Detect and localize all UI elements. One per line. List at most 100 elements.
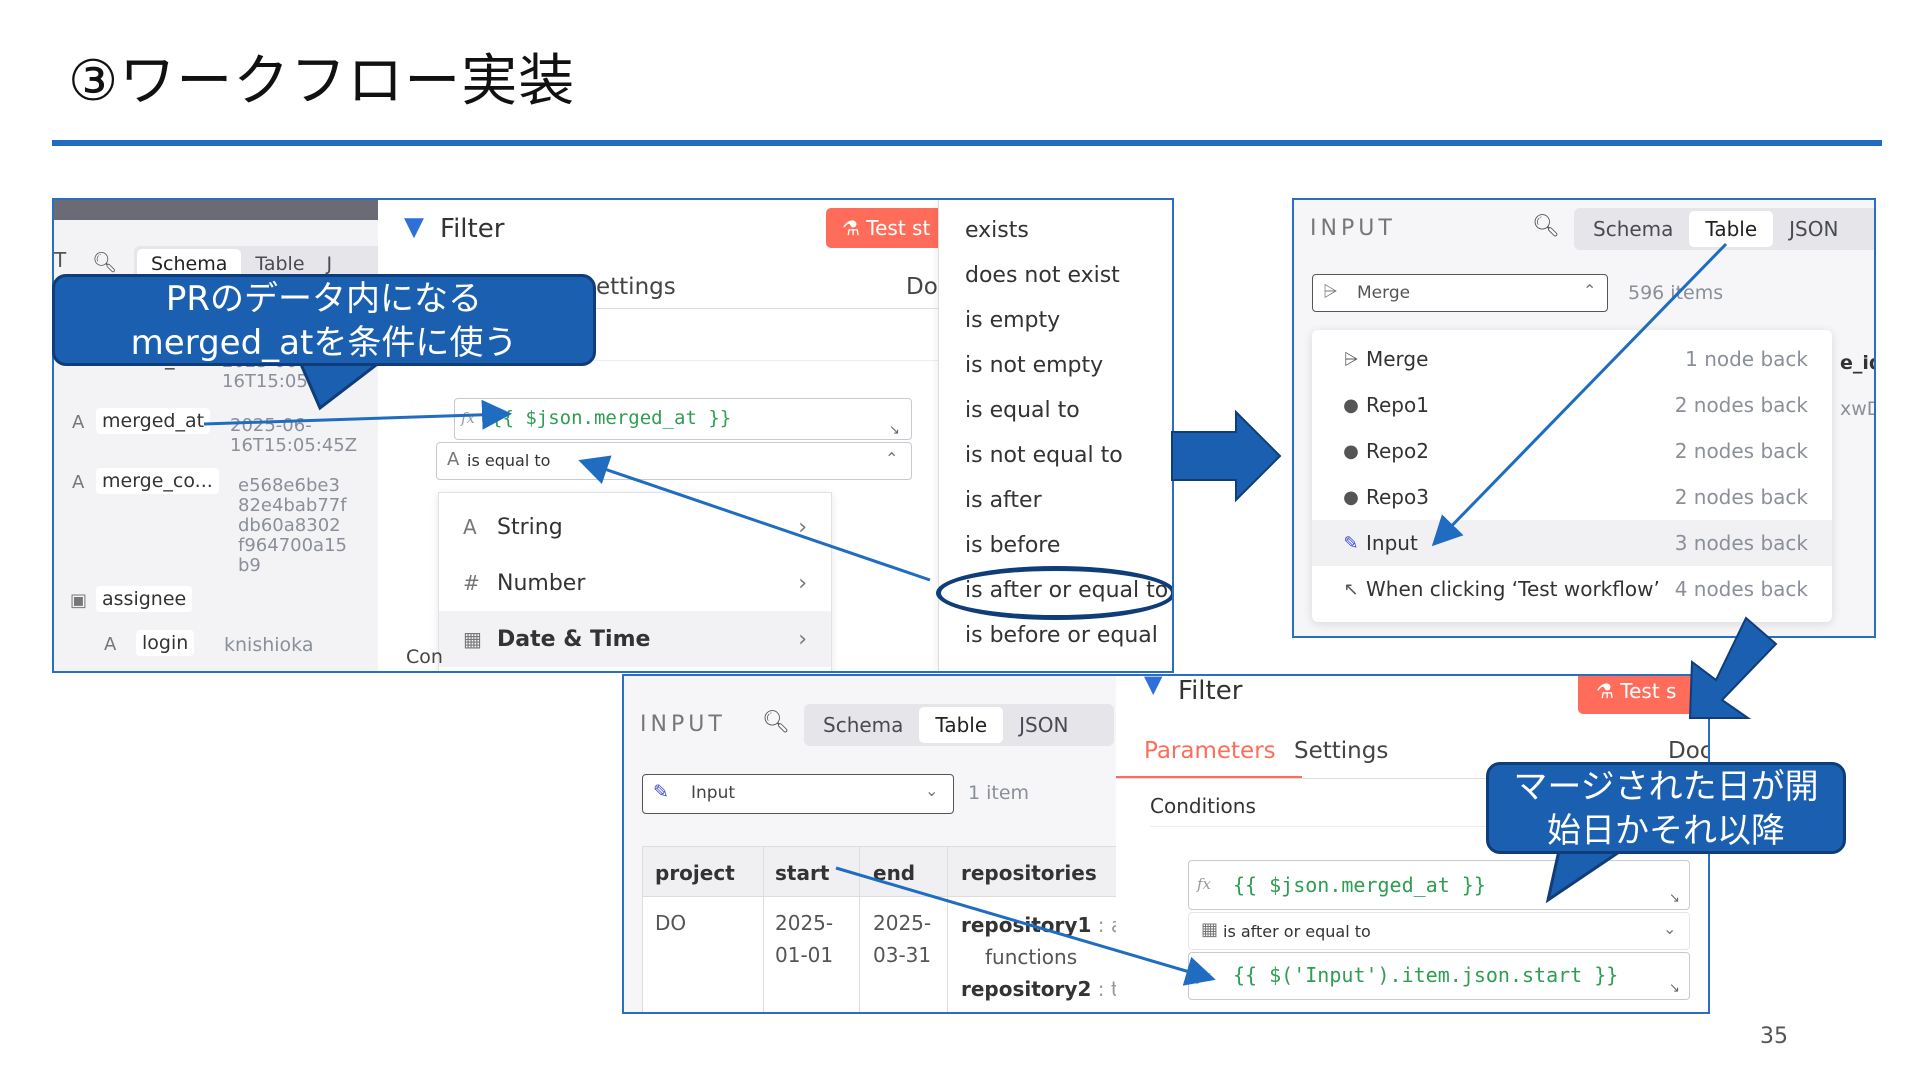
item-count: 1 item xyxy=(968,782,1030,804)
type-menu-number[interactable]: # Number › xyxy=(439,555,831,611)
chevron-right-icon: › xyxy=(798,570,807,596)
expression-field[interactable]: fx {{ $json.merged_at }} ↘ xyxy=(454,398,912,440)
column-header: project xyxy=(655,861,735,885)
chevron-right-icon: › xyxy=(798,626,807,652)
title-divider xyxy=(52,140,1882,146)
github-icon: ● xyxy=(1343,394,1359,416)
node-name: Repo1 xyxy=(1366,393,1429,417)
tab-table[interactable]: Table xyxy=(919,707,1004,743)
table-header-edge: e_id xyxy=(1840,352,1874,374)
tab-settings[interactable]: Settings xyxy=(1294,738,1389,764)
input-table-pane: INPUT 🔍︎ Schema Table JSON ✎ Input ⌄ 1 i… xyxy=(624,676,1131,1012)
operator-option[interactable]: is not equal to xyxy=(965,443,1123,468)
schema-value-line: b9 xyxy=(238,555,261,576)
operator-option[interactable]: does not exist xyxy=(965,263,1120,288)
test-step-label: Test st xyxy=(866,216,931,240)
test-step-label: Test s xyxy=(1620,679,1677,703)
tab-json[interactable]: J xyxy=(326,253,333,275)
operator-option[interactable]: is before or equal to xyxy=(965,623,1158,671)
callout-line: 始日かそれ以降 xyxy=(1547,811,1785,851)
schema-value-line: e568e6be3 xyxy=(238,475,340,496)
schema-key[interactable]: merged_at xyxy=(96,408,211,434)
flask-icon: ⚗ xyxy=(1596,679,1614,703)
string-type-icon: A xyxy=(104,634,117,655)
type-menu-datetime[interactable]: ▦ Date & Time › xyxy=(439,611,831,667)
search-icon[interactable]: 🔍︎ xyxy=(92,250,118,274)
callout-line: マージされた日が開 xyxy=(1513,767,1819,807)
type-label: Date & Time xyxy=(497,626,651,652)
tab-table[interactable]: Table xyxy=(1689,211,1774,247)
node-select[interactable]: ✎ Input ⌄ xyxy=(642,774,954,814)
expression-text: {{ $json.merged_at }} xyxy=(1233,873,1486,897)
node-distance: 4 nodes back xyxy=(1674,577,1808,601)
filter-title: Filter xyxy=(1178,676,1243,706)
tab-settings[interactable]: ettings xyxy=(596,274,676,300)
table-cell-line: 01-01 xyxy=(775,943,834,967)
tab-json[interactable]: JSON xyxy=(1789,217,1839,241)
search-icon[interactable]: 🔍︎ xyxy=(762,710,790,735)
table-cell: DO xyxy=(655,911,687,935)
calendar-icon: ▦ xyxy=(463,627,482,651)
filter-title: Filter xyxy=(440,214,505,244)
test-step-button[interactable]: ⚗ Test s xyxy=(1578,676,1708,714)
node-name: Merge xyxy=(1366,347,1429,371)
highlight-ellipse xyxy=(936,566,1172,620)
operator-option[interactable]: exists xyxy=(965,218,1029,243)
schema-value-line: knishioka xyxy=(224,634,314,656)
tab-schema[interactable]: Schema xyxy=(1593,217,1674,241)
callout-right-tail xyxy=(1545,844,1633,904)
operator-value: is equal to xyxy=(467,451,551,470)
schema-key: merge_co... xyxy=(96,468,219,494)
input-label: INPUT xyxy=(640,712,726,737)
schema-key: assignee xyxy=(96,586,193,612)
chevron-down-icon: ⌄ xyxy=(1663,919,1677,938)
string-type-icon: A xyxy=(72,472,85,493)
tab-table[interactable]: Table xyxy=(255,253,305,275)
section-divider xyxy=(1150,826,1690,827)
pencil-icon: ✎ xyxy=(653,781,669,803)
type-label: String xyxy=(497,514,563,540)
callout-left-tail xyxy=(297,360,385,411)
test-step-button[interactable]: ⚗ Test st xyxy=(826,208,946,248)
merge-icon: ⩥ xyxy=(1323,281,1338,302)
filter-icon: ▼ xyxy=(404,212,424,242)
callout-left: PRのデータ内になる merged_atを条件に使う xyxy=(52,274,596,366)
callout-right: マージされた日が開 始日かそれ以降 xyxy=(1486,762,1846,854)
operator-option[interactable]: is not empty xyxy=(965,353,1104,378)
node-select-value: Input xyxy=(691,783,736,803)
github-icon: ● xyxy=(1343,440,1359,462)
operator-option[interactable]: is before xyxy=(965,533,1061,558)
expression-text: {{ $('Input').item.json.start }} xyxy=(1233,963,1619,987)
filter-icon: ▼ xyxy=(1144,674,1163,698)
operator-option[interactable]: is after xyxy=(965,488,1042,513)
expand-icon[interactable]: ↘ xyxy=(1669,981,1680,996)
operator-select[interactable]: ▦ is after or equal to ⌄ xyxy=(1188,912,1690,950)
schema-value-line: db60a8302 xyxy=(238,515,341,536)
input-label: INPUT xyxy=(1310,216,1396,241)
expression-text: {{ $json.merged_at }} xyxy=(491,407,732,429)
tab-docs[interactable]: Doc xyxy=(1668,738,1710,764)
search-icon[interactable]: 🔍︎ xyxy=(1532,214,1560,239)
slide-title: ③ワークフロー実装 xyxy=(68,49,576,114)
callout-line: merged_atを条件に使う xyxy=(130,323,518,363)
operator-option[interactable]: is empty xyxy=(965,308,1061,333)
github-icon: ● xyxy=(1343,486,1359,508)
expression-field-right[interactable]: fx {{ $('Input').item.json.start }} ↘ xyxy=(1188,952,1690,1000)
tab-json[interactable]: JSON xyxy=(1019,713,1069,737)
tab-schema[interactable]: Schema xyxy=(823,713,904,737)
callout-line: PRのデータ内になる xyxy=(165,279,483,319)
schema-row-merge-commit: A merge_co... e568e6be3 82e4bab77f db60a… xyxy=(62,468,372,582)
tab-divider xyxy=(378,308,990,309)
node-option-trigger[interactable]: ↖ When clicking ‘Test workflow’ 4 nodes … xyxy=(1312,566,1832,612)
panel-filter-configured: INPUT 🔍︎ Schema Table JSON ✎ Input ⌄ 1 i… xyxy=(622,674,1710,1014)
node-name: Input xyxy=(1366,531,1418,555)
schema-value-line: 82e4bab77f xyxy=(238,495,347,516)
expression-field-left[interactable]: fx {{ $json.merged_at }} ↘ xyxy=(1188,860,1690,910)
node-select-value: Merge xyxy=(1357,283,1411,303)
expand-icon[interactable]: ↘ xyxy=(1669,891,1680,906)
tab-parameters[interactable]: Parameters xyxy=(1144,738,1276,764)
expand-icon[interactable]: ↘ xyxy=(889,423,900,438)
operator-option[interactable]: is equal to xyxy=(965,398,1080,423)
operator-value: is after or equal to xyxy=(1223,922,1371,941)
